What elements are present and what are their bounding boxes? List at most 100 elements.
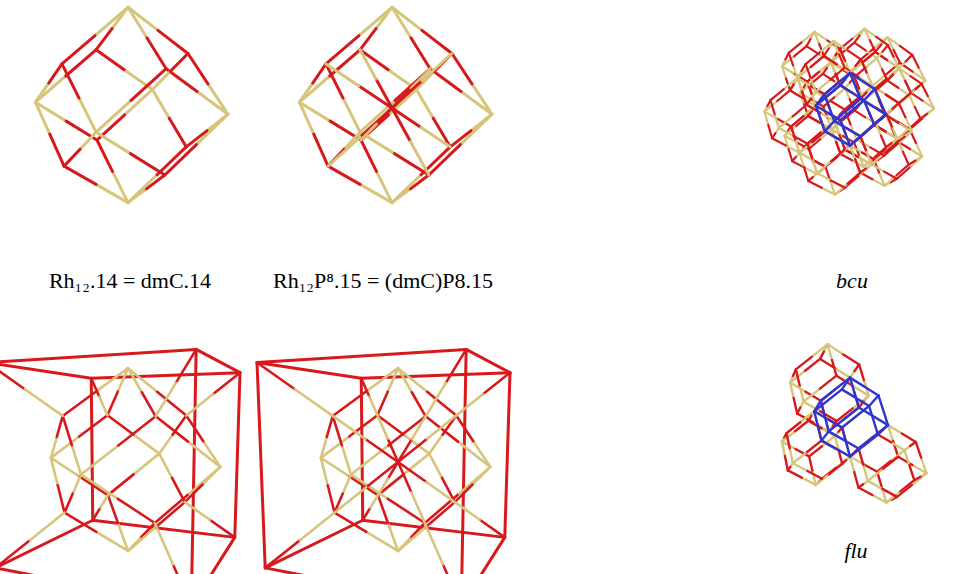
net-edge — [786, 422, 800, 433]
net-edge — [892, 127, 897, 139]
net-edge — [796, 369, 800, 385]
net-edge — [887, 37, 899, 46]
net-edge — [903, 152, 909, 165]
net-edge — [898, 137, 905, 142]
net-edge — [330, 50, 360, 76]
net-edge — [360, 50, 376, 79]
net-edge — [845, 176, 858, 188]
net-edge — [369, 397, 377, 415]
net-edge — [30, 513, 65, 541]
net-edge — [886, 139, 898, 149]
net-edge — [821, 431, 828, 440]
net-edge — [376, 108, 392, 124]
net-edge — [130, 154, 164, 175]
net-edge — [898, 88, 909, 95]
net-edge — [134, 454, 160, 475]
net-edge — [429, 435, 443, 454]
net-edge — [392, 81, 422, 108]
net-edge — [295, 389, 333, 416]
net-edge — [191, 349, 196, 574]
net-edge — [886, 94, 899, 103]
net-edge — [841, 154, 852, 160]
net-edge — [808, 144, 813, 159]
net-edge — [868, 469, 883, 481]
net-edge — [820, 376, 836, 389]
net-edge — [79, 477, 108, 496]
net-edge — [96, 50, 124, 70]
net-edge — [404, 454, 430, 475]
net-edge — [97, 140, 113, 171]
net-edge — [886, 94, 899, 103]
net-edge — [909, 465, 914, 480]
net-edge — [62, 36, 95, 64]
net-edge — [472, 84, 492, 114]
net-edge — [158, 30, 188, 53]
net-edge — [118, 416, 155, 445]
net-edge — [412, 416, 426, 439]
net-edge — [808, 132, 821, 143]
net-edge — [836, 142, 840, 154]
net-edge — [327, 416, 333, 437]
net-edge — [58, 485, 65, 512]
net-edge — [811, 92, 816, 98]
net-edge — [99, 397, 107, 415]
net-edge — [392, 108, 421, 127]
net-edge — [388, 416, 425, 445]
net-edge — [905, 131, 912, 136]
net-edge — [398, 439, 412, 462]
net-edge — [859, 448, 864, 464]
net-edge — [882, 69, 887, 80]
net-edge — [828, 344, 844, 354]
net-edge — [912, 55, 918, 68]
net-edge — [807, 39, 811, 46]
net-edge — [392, 175, 421, 203]
net-edge — [797, 408, 800, 414]
net-edge — [821, 378, 850, 401]
net-edge — [93, 520, 235, 537]
net-edge — [861, 59, 867, 72]
net-edge — [456, 416, 473, 442]
net-edge — [326, 36, 359, 64]
net-edge — [792, 157, 796, 161]
net-edge — [157, 392, 186, 416]
net-edge — [425, 523, 443, 565]
net-edge — [377, 392, 387, 416]
net-edge — [257, 362, 295, 389]
net-edge — [788, 148, 792, 161]
net-edge — [62, 64, 79, 98]
net-edge — [806, 53, 820, 65]
net-edge — [155, 523, 173, 565]
net-edge — [797, 78, 811, 86]
net-edge — [906, 55, 913, 62]
net-edge — [159, 454, 172, 478]
net-label: flu — [844, 538, 867, 564]
net-edge — [96, 29, 112, 50]
net-edge — [884, 172, 897, 179]
net-edge — [796, 357, 812, 370]
net-edge — [95, 368, 128, 392]
net-edge — [96, 100, 131, 132]
net-edge — [63, 392, 96, 416]
net-edge — [817, 173, 831, 180]
net-edge — [50, 134, 64, 166]
net-edge — [299, 76, 329, 102]
net-edge — [808, 132, 821, 143]
net-edge — [79, 415, 107, 436]
net-edge — [0, 568, 191, 574]
net-edge — [128, 7, 147, 38]
net-edge — [0, 362, 25, 389]
net-edge — [789, 53, 793, 66]
net-edge — [370, 495, 378, 508]
net-edge — [176, 349, 196, 382]
net-edge — [208, 84, 228, 114]
net-edge — [128, 7, 158, 30]
net-edge — [807, 98, 812, 104]
net-edge — [25, 389, 63, 416]
net-edge — [186, 131, 207, 147]
net-edge — [874, 114, 886, 124]
net-edge — [875, 52, 887, 60]
net-edge — [869, 395, 878, 406]
net-edge — [361, 140, 377, 171]
net-edge — [427, 416, 456, 439]
net-edge — [152, 90, 169, 119]
